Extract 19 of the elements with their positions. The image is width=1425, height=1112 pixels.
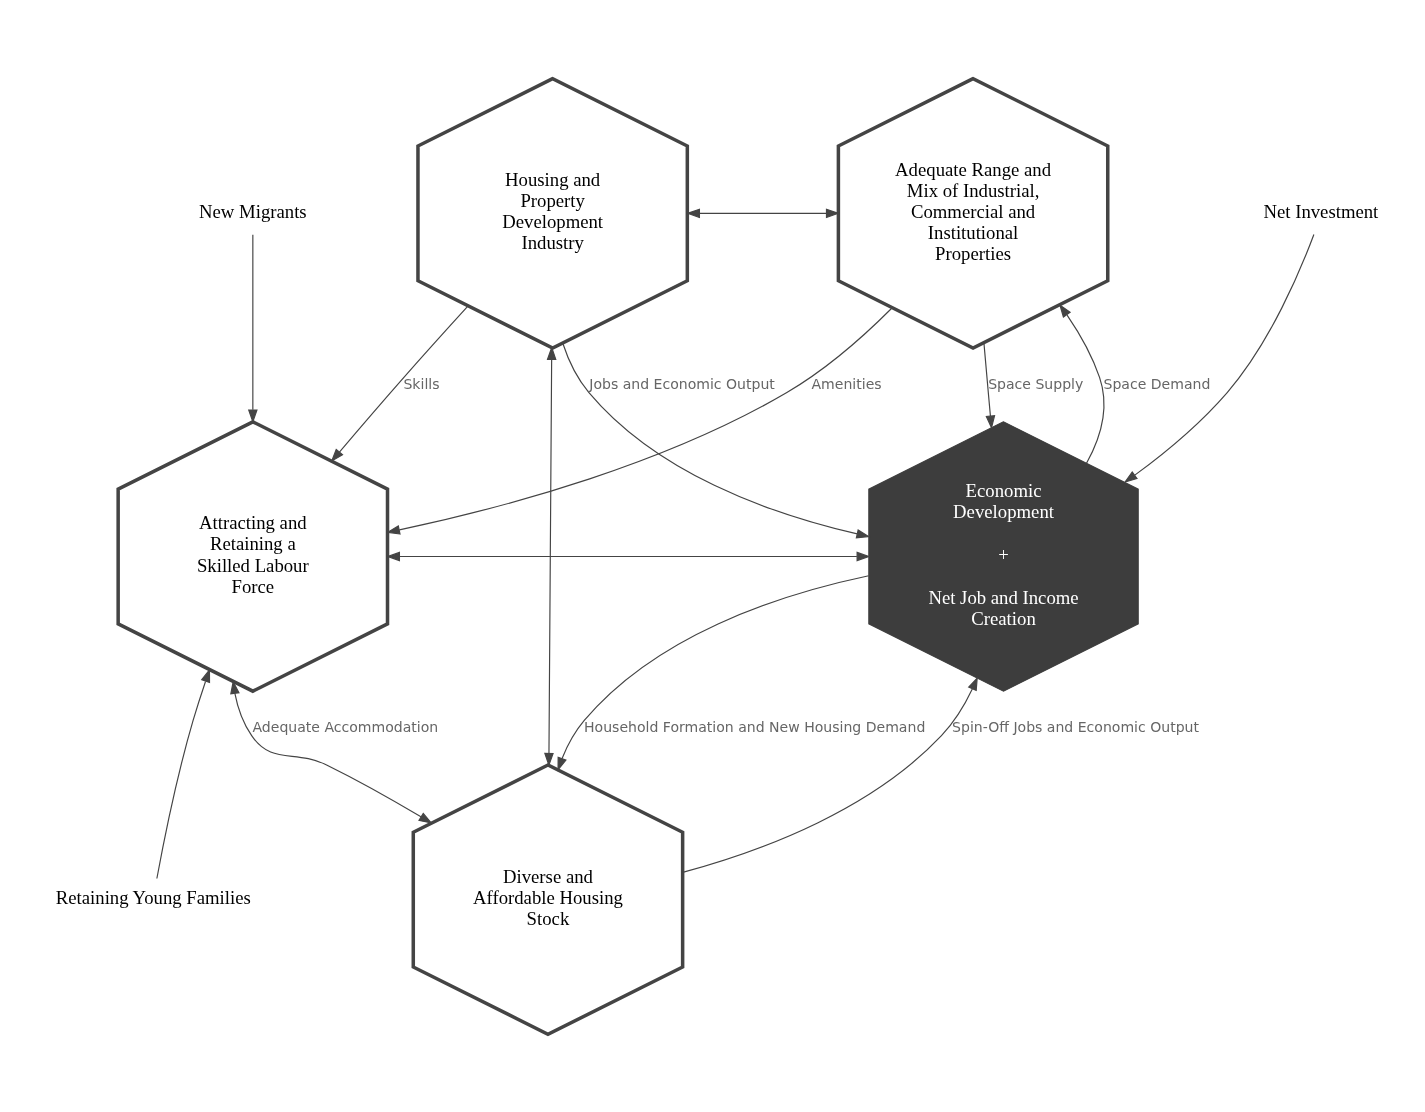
node-text: Retaining Young Families xyxy=(55,886,251,908)
arrow xyxy=(682,675,978,873)
edge-label: Spin-Off Jobs and Economic Output xyxy=(952,718,1199,735)
edge-label: Space Supply xyxy=(988,375,1084,392)
arrow xyxy=(562,342,871,539)
edge-label: Household Formation and New Housing Demand xyxy=(584,718,926,735)
arrow xyxy=(1058,303,1105,464)
edge-label: Jobs and Economic Output xyxy=(589,375,775,392)
arrow xyxy=(247,233,258,424)
node-text: Net Investment xyxy=(1263,200,1379,222)
arrow xyxy=(330,305,469,462)
edge-label: Space Demand xyxy=(1103,375,1211,392)
edge-label: Adequate Accommodation xyxy=(252,718,439,735)
edge-label: Skills xyxy=(403,375,440,392)
arrow xyxy=(983,341,996,430)
node-text: New Migrants xyxy=(199,200,307,222)
arrow xyxy=(1123,233,1315,483)
edge-label: Amenities xyxy=(811,375,882,392)
arrow xyxy=(557,574,870,771)
